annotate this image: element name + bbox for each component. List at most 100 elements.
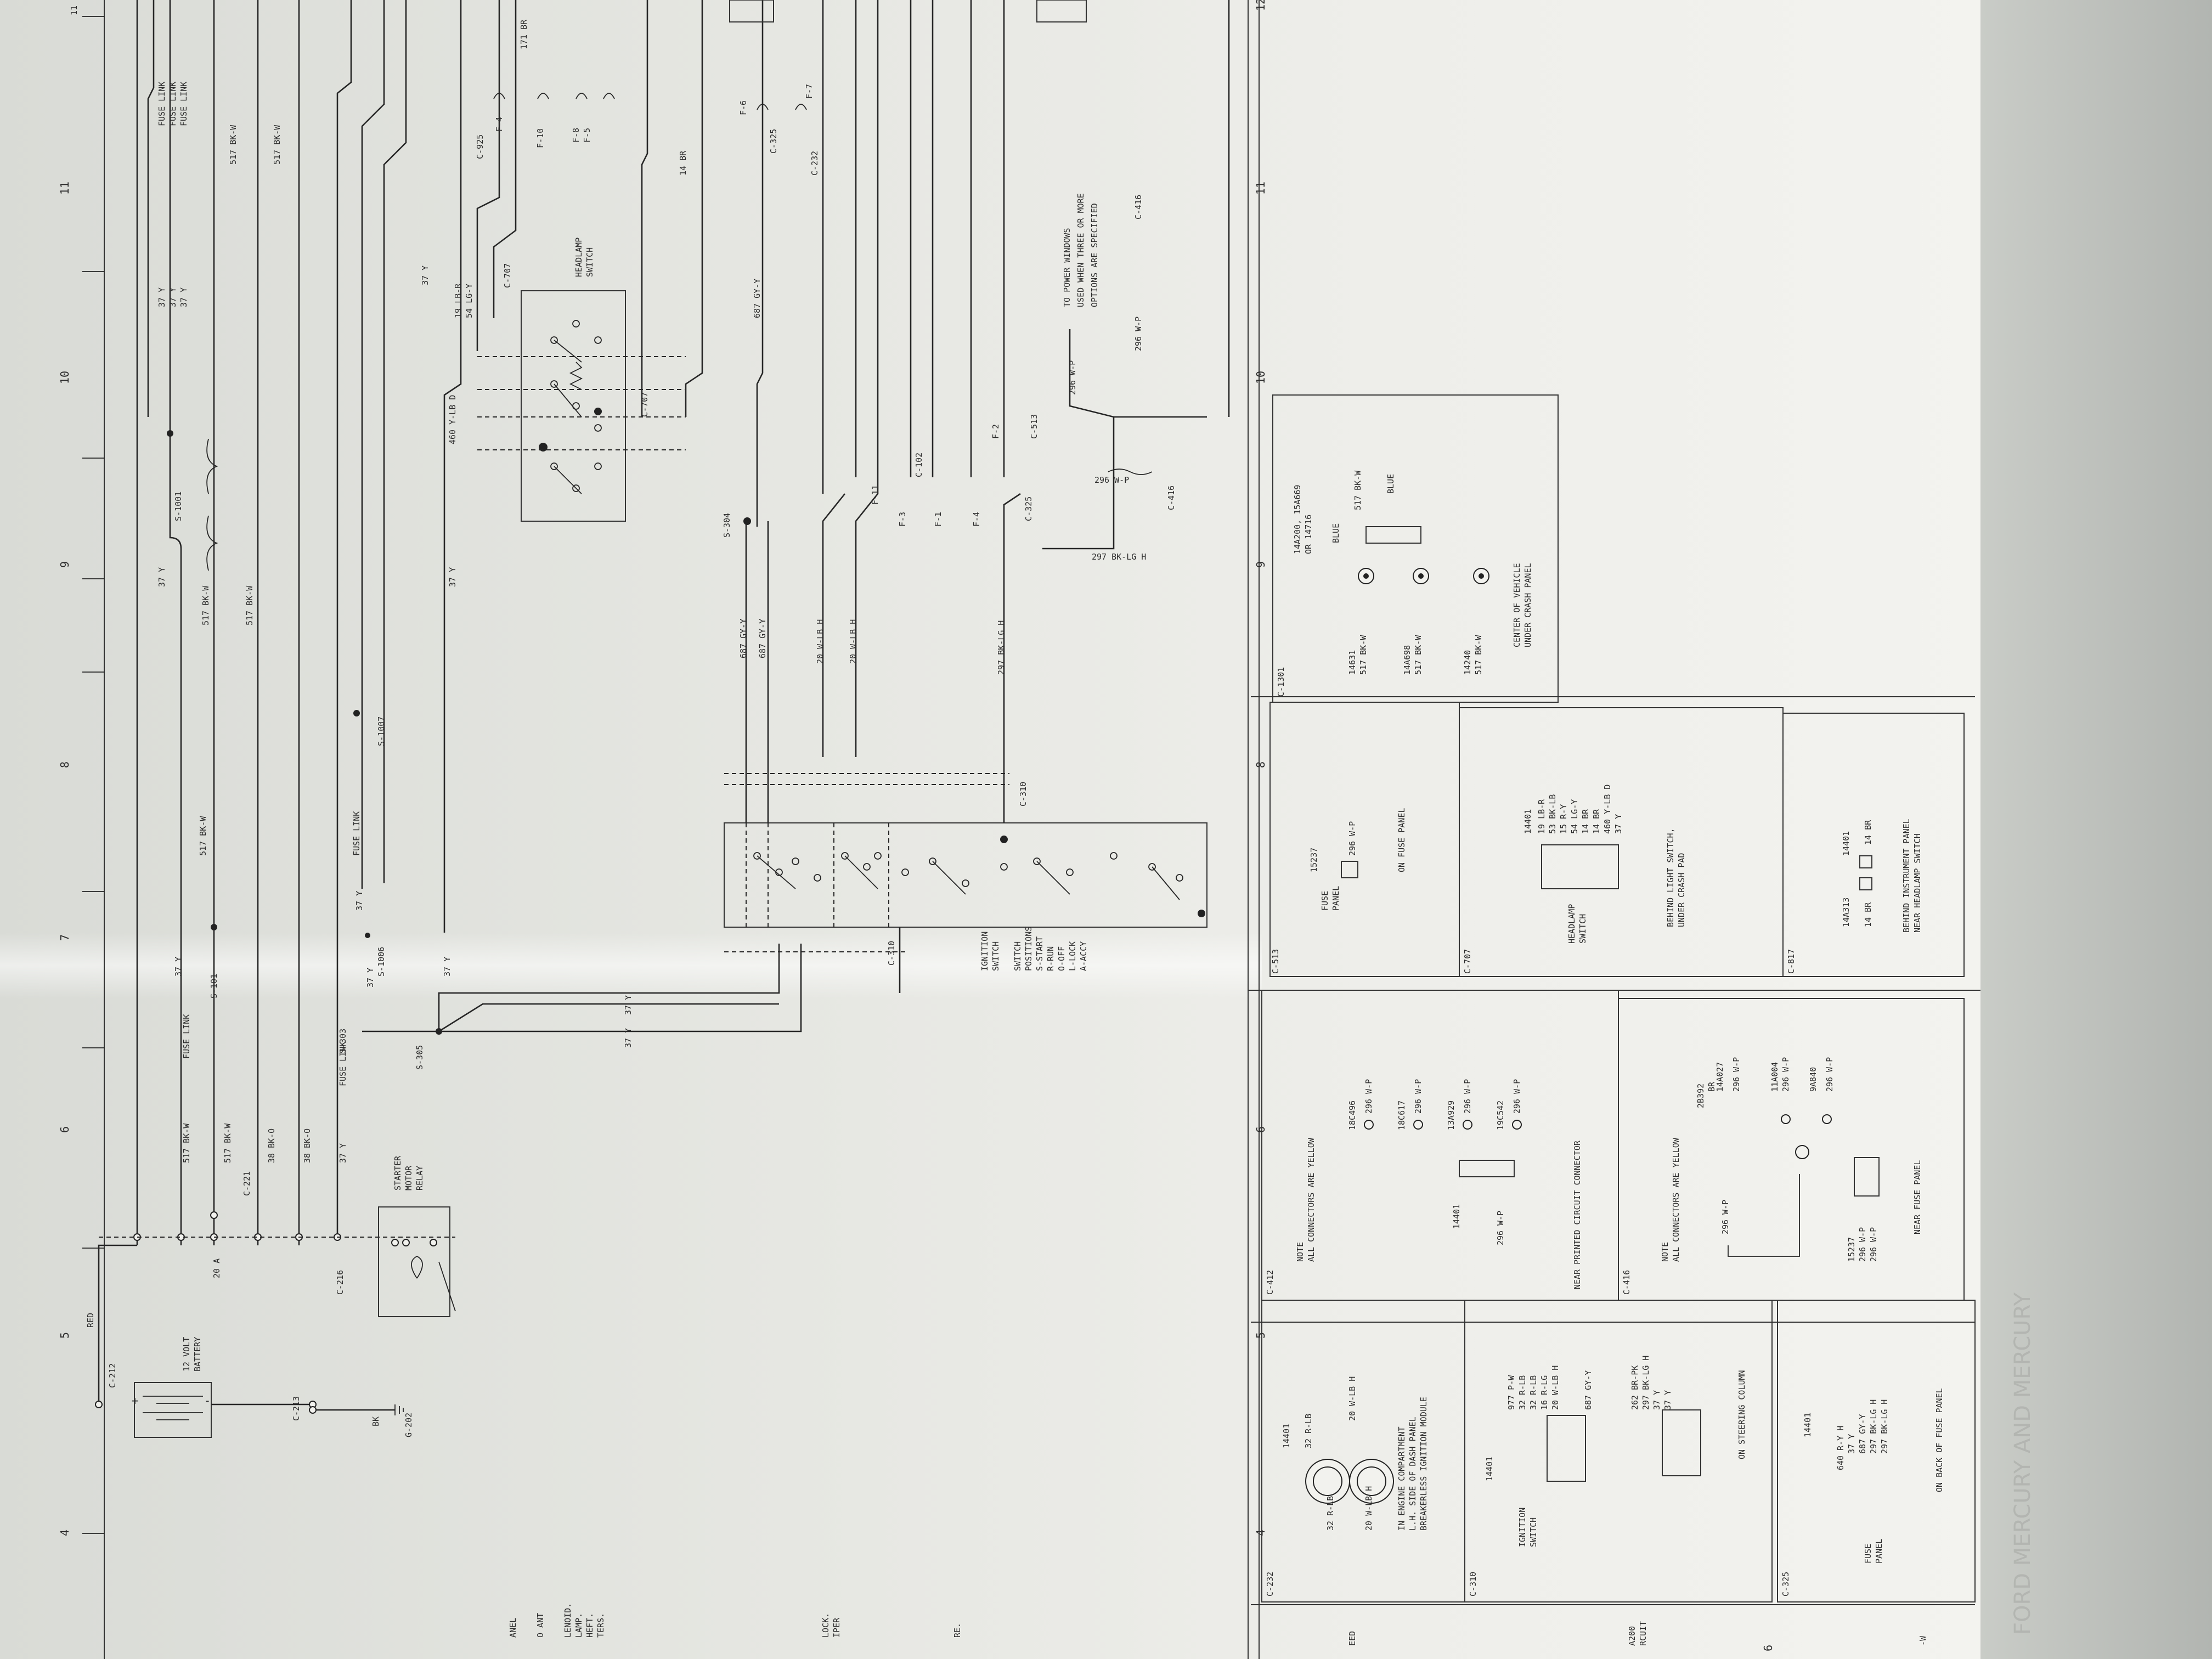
svg-text:S-303: S-303 [338, 1029, 348, 1053]
svg-text:C-412: C-412 [1265, 1270, 1275, 1295]
svg-text:NEAR HEADLAMP SWITCH: NEAR HEADLAMP SWITCH [1912, 833, 1922, 933]
side-title: FORD MERCURY AND MERCURY [2010, 1292, 2035, 1635]
svg-text:F-1: F-1 [933, 512, 943, 527]
svg-text:687 GY-Y: 687 GY-Y [738, 619, 748, 658]
grid-number: 5 [58, 1332, 71, 1339]
svg-text:A200: A200 [1627, 1626, 1637, 1646]
svg-text:L.H. SIDE OF DASH PANEL: L.H. SIDE OF DASH PANEL [1408, 1417, 1418, 1531]
svg-text:517 BK-W: 517 BK-W [182, 1123, 191, 1163]
svg-text:14631: 14631 [1347, 650, 1357, 675]
svg-text:RCUIT: RCUIT [1638, 1621, 1648, 1646]
svg-text:296 W-P: 296 W-P [1858, 1227, 1867, 1262]
svg-text:LAMP.: LAMP. [574, 1613, 584, 1638]
power-window-note: TO POWER WINDOWS USED WHEN THREE OR MORE… [1062, 193, 1099, 307]
svg-text:37 Y: 37 Y [1847, 1434, 1857, 1454]
svg-text:687 GY-Y: 687 GY-Y [1583, 1370, 1593, 1410]
ignition-switch: IGNITION SWITCH SWITCH POSITIONS S-START… [724, 773, 1207, 993]
wire-label: 37 Y [420, 266, 430, 285]
grid-scale: 4 5 6 7 8 9 10 11 8 9 10 11 12 5 6 4 [58, 0, 1267, 1659]
svg-text:-W: -W [1918, 1635, 1928, 1646]
svg-text:16 R-LG: 16 R-LG [1539, 1375, 1549, 1410]
svg-text:296 W-P: 296 W-P [1731, 1057, 1741, 1092]
panel-c416: C-416 NOTE ALL CONNECTORS ARE YELLOW 2B3… [1618, 998, 1965, 1301]
ignition-position: S-START [1035, 936, 1045, 971]
grid-number: 12 [1254, 0, 1267, 11]
middle-wires: 687 GY-Y 687 GY-Y S-304 20 W-LB H 20 W-L… [678, 0, 1230, 823]
panel-c817: C-817 14A313 14401 14 BR 14 BR BEHIND IN… [1782, 713, 1965, 977]
svg-text:TERS.: TERS. [596, 1613, 606, 1638]
svg-text:BEHIND LIGHT SWITCH,: BEHIND LIGHT SWITCH, [1666, 828, 1675, 927]
ignition-title: IGNITION [980, 932, 990, 971]
svg-text:ALL CONNECTORS ARE YELLOW: ALL CONNECTORS ARE YELLOW [1306, 1137, 1316, 1262]
grid-number: 10 [1254, 371, 1267, 384]
svg-text:32 R-LB: 32 R-LB [1528, 1375, 1538, 1410]
svg-text:15237: 15237 [1309, 848, 1319, 872]
svg-text:32 R-LB: 32 R-LB [1304, 1414, 1313, 1448]
svg-text:517 BK-W: 517 BK-W [1353, 470, 1363, 510]
wire-label: BK [371, 1417, 381, 1426]
svg-text:F-6: F-6 [738, 100, 748, 115]
svg-text:SWITCH: SWITCH [1578, 914, 1588, 944]
battery-wire-labels: 517 BK-W FUSE LINK 517 BK-W 38 BK-O 38 B… [173, 710, 802, 1163]
fuse-link-label: FUSE LINK [157, 82, 167, 126]
svg-text:ALL CONNECTORS ARE YELLOW: ALL CONNECTORS ARE YELLOW [1671, 1137, 1681, 1262]
svg-text:F-8: F-8 [571, 128, 581, 143]
svg-text:14 BR: 14 BR [678, 150, 688, 176]
svg-text:20 W-LB H: 20 W-LB H [815, 619, 825, 664]
svg-text:38 BK-O: 38 BK-O [267, 1128, 276, 1163]
svg-text:296 W-P: 296 W-P [1496, 1211, 1505, 1245]
ignition-positions-title: POSITIONS [1024, 927, 1034, 971]
svg-text:14401: 14401 [1282, 1424, 1291, 1448]
svg-text:20 W-LB H: 20 W-LB H [1364, 1486, 1374, 1531]
panel-c513: C-513 15237 FUSE PANEL 296 W-P ON FUSE P… [1269, 702, 1460, 977]
svg-text:C-325: C-325 [1024, 496, 1034, 521]
svg-text:14401: 14401 [1841, 831, 1851, 856]
wire-label: 460 Y-LB D [448, 395, 458, 444]
svg-text:296 W-P: 296 W-P [1133, 317, 1143, 351]
svg-text:9A840: 9A840 [1808, 1067, 1818, 1092]
grid-number: 10 [58, 371, 71, 384]
svg-text:C-310: C-310 [1468, 1572, 1478, 1596]
battery-minus: - [204, 1394, 211, 1407]
wire-label: 517 BK-W [201, 585, 211, 625]
wire-label: 37 Y [448, 567, 458, 587]
svg-text:BREAKERLESS IGNITION MODULE: BREAKERLESS IGNITION MODULE [1419, 1397, 1429, 1531]
svg-text:37 Y: 37 Y [623, 1028, 633, 1048]
starter-motor-relay: STARTER MOTOR RELAY [378, 1155, 456, 1317]
panel-c412: C-412 NOTE ALL CONNECTORS ARE YELLOW 18C… [1261, 990, 1619, 1301]
grid-number: 6 [58, 1126, 71, 1133]
svg-text:IPER: IPER [832, 1617, 842, 1638]
grid-number: 5 [1254, 1332, 1267, 1339]
svg-text:517 BK-W: 517 BK-W [198, 816, 208, 856]
svg-text:C-513: C-513 [1271, 949, 1280, 974]
ignition-title: SWITCH [991, 941, 1001, 971]
svg-text:O ANT: O ANT [535, 1613, 545, 1638]
svg-text:IN ENGINE COMPARTMENT: IN ENGINE COMPARTMENT [1397, 1426, 1407, 1531]
svg-text:37 Y: 37 Y [365, 968, 375, 988]
svg-text:171 BR: 171 BR [519, 19, 529, 49]
svg-text:USED WHEN THREE OR MORE: USED WHEN THREE OR MORE [1076, 193, 1086, 307]
svg-text:UNDER CRASH PAD: UNDER CRASH PAD [1677, 853, 1686, 927]
svg-text:517 BK-W: 517 BK-W [1358, 635, 1368, 675]
svg-text:NOTE: NOTE [1660, 1242, 1670, 1262]
svg-text:14401: 14401 [1803, 1413, 1813, 1437]
svg-text:37 Y: 37 Y [623, 995, 633, 1015]
splice-label: S-1001 [173, 492, 183, 521]
connector-label: C-310 [887, 941, 896, 966]
svg-text:PANEL: PANEL [1331, 886, 1341, 911]
svg-text:TO POWER WINDOWS: TO POWER WINDOWS [1062, 228, 1072, 308]
connector-label: C-213 [291, 1396, 301, 1421]
battery-plus: + [132, 1394, 138, 1407]
svg-text:296 W-P: 296 W-P [1781, 1057, 1791, 1092]
battery-area: + - 12 VOLT BATTERY RED C-212 C-213 BK G… [86, 1171, 455, 1438]
svg-text:ANEL: ANEL [508, 1618, 518, 1638]
svg-text:C-416: C-416 [1133, 195, 1143, 219]
svg-text:32 R-LB: 32 R-LB [1325, 1496, 1335, 1531]
svg-text:EED: EED [1347, 1631, 1357, 1646]
svg-text:54 LG-Y: 54 LG-Y [1570, 799, 1579, 834]
connector-label: RED [86, 1313, 95, 1328]
svg-text:S-1006: S-1006 [376, 947, 386, 977]
wire-label: 517 BK-W [245, 585, 255, 625]
svg-text:F-3: F-3 [898, 512, 907, 527]
